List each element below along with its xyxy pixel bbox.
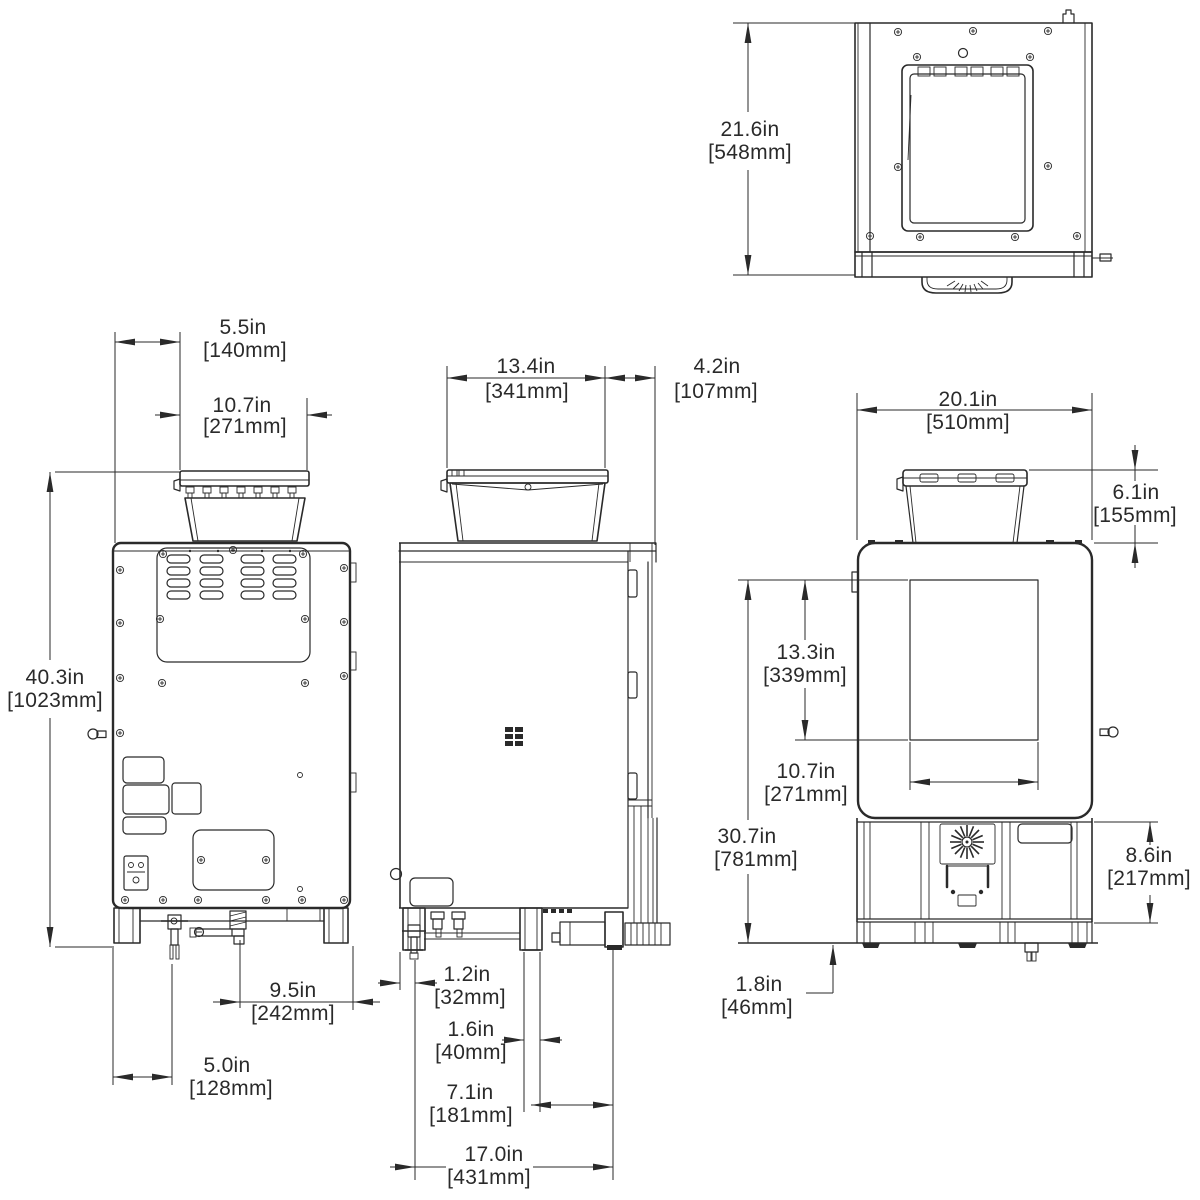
door-window bbox=[909, 579, 1039, 741]
front-foot bbox=[862, 943, 880, 948]
dim-hopper-offset-mm: [140mm] bbox=[203, 339, 287, 362]
top-view-hole bbox=[957, 47, 969, 59]
top-view-lid-opening bbox=[901, 64, 1034, 232]
top-view-side-pin bbox=[1092, 253, 1113, 262]
drain-fitting bbox=[1024, 942, 1039, 962]
dim-hopper-width-in: 10.7in bbox=[212, 394, 271, 417]
dim-overall-height-in: 40.3in bbox=[25, 666, 84, 689]
top-view-drip-tray bbox=[921, 277, 1013, 294]
dim-front-clearance-in: 4.2in bbox=[693, 355, 740, 378]
front-base bbox=[738, 921, 1098, 962]
side-plug bbox=[389, 867, 403, 881]
dimension-labels: 21.6in [548mm] 5.5in [140mm] 10.7in [271… bbox=[7, 118, 1191, 1189]
front-foot bbox=[958, 943, 977, 948]
side-base bbox=[402, 907, 671, 960]
whipper-fan bbox=[950, 825, 984, 859]
dim-overall-height-mm: [1023mm] bbox=[7, 689, 103, 712]
dim-leg-width-in: 1.6in bbox=[447, 1018, 494, 1041]
dim-body-height-mm: [781mm] bbox=[714, 848, 798, 871]
dim-overall-depth-mm: [431mm] bbox=[447, 1166, 531, 1189]
vent-louvers bbox=[166, 554, 297, 600]
top-view bbox=[854, 9, 1113, 294]
dim-overall-depth-in: 17.0in bbox=[464, 1143, 523, 1166]
dim-top-depth-in: 21.6in bbox=[720, 118, 779, 141]
side-view bbox=[389, 469, 671, 960]
side-label bbox=[409, 877, 454, 907]
rear-base bbox=[113, 907, 349, 960]
rear-hopper bbox=[173, 470, 310, 542]
dim-hopper-depth-in: 13.4in bbox=[496, 355, 555, 378]
front-lower-section bbox=[856, 726, 1119, 922]
dim-hopper-height-in: 6.1in bbox=[1112, 481, 1159, 504]
dim-window-height-in: 13.3in bbox=[776, 641, 835, 664]
dim-drain-offset-mm: [32mm] bbox=[434, 986, 506, 1009]
rear-faucet bbox=[161, 914, 188, 960]
dim-base-height-mm: [46mm] bbox=[721, 996, 793, 1019]
power-inlet bbox=[123, 855, 149, 891]
front-side-plug bbox=[1099, 726, 1119, 738]
dim-hopper-offset-in: 5.5in bbox=[219, 316, 266, 339]
front-view bbox=[738, 469, 1119, 962]
whipper-plate bbox=[939, 823, 996, 865]
side-front-foot bbox=[624, 922, 671, 946]
front-door bbox=[851, 540, 1094, 820]
dim-inlet-to-side-in: 9.5in bbox=[269, 979, 316, 1002]
dim-inlet-to-side-mm: [242mm] bbox=[251, 1002, 335, 1025]
dim-hopper-height-mm: [155mm] bbox=[1093, 504, 1177, 527]
cup-bracket bbox=[945, 864, 990, 889]
dimension-arrows bbox=[46, 23, 1154, 1171]
water-inlet-fitting bbox=[189, 910, 247, 945]
door-latch bbox=[851, 571, 859, 593]
dim-overall-width-mm: [510mm] bbox=[926, 411, 1010, 434]
front-foot bbox=[1068, 943, 1087, 948]
dim-top-depth-mm: [548mm] bbox=[708, 141, 792, 164]
side-body bbox=[389, 542, 658, 924]
dim-faucet-offset-in: 5.0in bbox=[203, 1054, 250, 1077]
dim-hopper-width-mm: [271mm] bbox=[203, 415, 287, 438]
dim-body-height-in: 30.7in bbox=[717, 825, 776, 848]
dim-window-height-mm: [339mm] bbox=[763, 664, 847, 687]
brand-logo bbox=[505, 727, 523, 746]
dim-window-width-mm: [271mm] bbox=[764, 783, 848, 806]
dim-leg-to-front-mm: [181mm] bbox=[429, 1104, 513, 1127]
front-hopper bbox=[896, 469, 1028, 544]
rear-screws bbox=[115, 545, 349, 905]
dim-base-height-in: 1.8in bbox=[735, 973, 782, 996]
dim-faucet-offset-mm: [128mm] bbox=[189, 1077, 273, 1100]
side-plumbing bbox=[402, 911, 520, 960]
rear-view bbox=[87, 470, 357, 960]
knockouts bbox=[122, 756, 202, 835]
dim-hopper-depth-mm: [341mm] bbox=[485, 380, 569, 403]
dim-lower-height-in: 8.6in bbox=[1125, 844, 1172, 867]
top-view-front-bar bbox=[854, 251, 1093, 278]
rear-side-plug bbox=[87, 728, 107, 740]
dim-leg-width-mm: [40mm] bbox=[435, 1041, 507, 1064]
front-label bbox=[1017, 823, 1073, 844]
side-hopper bbox=[440, 469, 609, 542]
dim-drain-offset-in: 1.2in bbox=[443, 963, 490, 986]
vent-panel bbox=[156, 547, 311, 663]
dim-front-clearance-mm: [107mm] bbox=[674, 380, 758, 403]
dimension-annotations: 21.6in [548mm] 5.5in [140mm] 10.7in [271… bbox=[7, 22, 1191, 1189]
dim-window-width-in: 10.7in bbox=[776, 760, 835, 783]
dim-lower-height-mm: [217mm] bbox=[1107, 867, 1191, 890]
dim-leg-to-front-in: 7.1in bbox=[446, 1081, 493, 1104]
top-view-clip bbox=[1062, 9, 1075, 24]
dim-overall-width-in: 20.1in bbox=[938, 388, 997, 411]
access-panel bbox=[192, 829, 275, 891]
rear-body bbox=[87, 541, 357, 910]
top-view-screws bbox=[865, 26, 1082, 242]
